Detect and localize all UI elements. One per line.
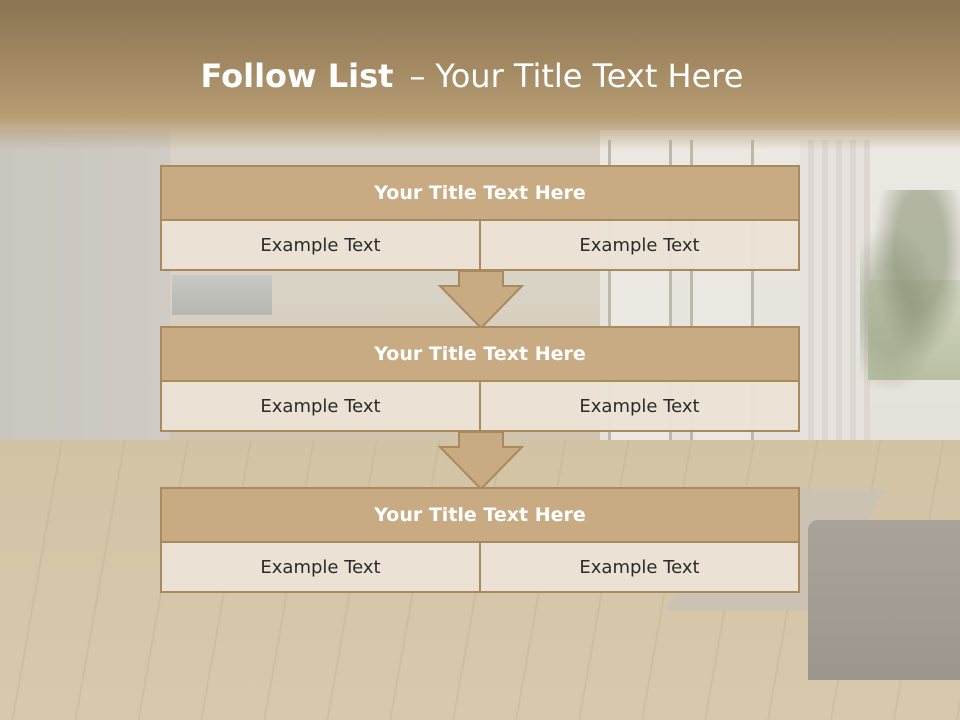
block-cell-left: Example Text (260, 395, 381, 417)
down-arrow-icon (438, 270, 524, 330)
block-row: Example Text Example Text (160, 382, 800, 432)
background-tv (172, 275, 272, 315)
block-row: Example Text Example Text (160, 543, 800, 593)
block-cell-right: Example Text (479, 543, 798, 591)
block-cell-right: Example Text (479, 221, 798, 269)
background-plant (860, 190, 960, 390)
list-block-3: Your Title Text Here Example Text Exampl… (160, 487, 800, 593)
title-bold: Follow List (200, 57, 394, 95)
block-heading: Your Title Text Here (160, 165, 800, 221)
block-cell-left: Example Text (260, 556, 381, 578)
block-heading: Your Title Text Here (160, 326, 800, 382)
block-heading: Your Title Text Here (160, 487, 800, 543)
header-band (0, 0, 960, 150)
title-rest: Your Title Text Here (435, 57, 744, 95)
list-block-2: Your Title Text Here Example Text Exampl… (160, 326, 800, 432)
list-block-1: Your Title Text Here Example Text Exampl… (160, 165, 800, 271)
title-dash: – (409, 57, 426, 95)
slide-title: Follow List–Your Title Text Here (0, 52, 944, 100)
block-row: Example Text Example Text (160, 221, 800, 271)
down-arrow-icon (438, 431, 524, 491)
block-cell-left: Example Text (260, 234, 381, 256)
background-sofa (808, 520, 960, 680)
block-cell-right: Example Text (479, 382, 798, 430)
